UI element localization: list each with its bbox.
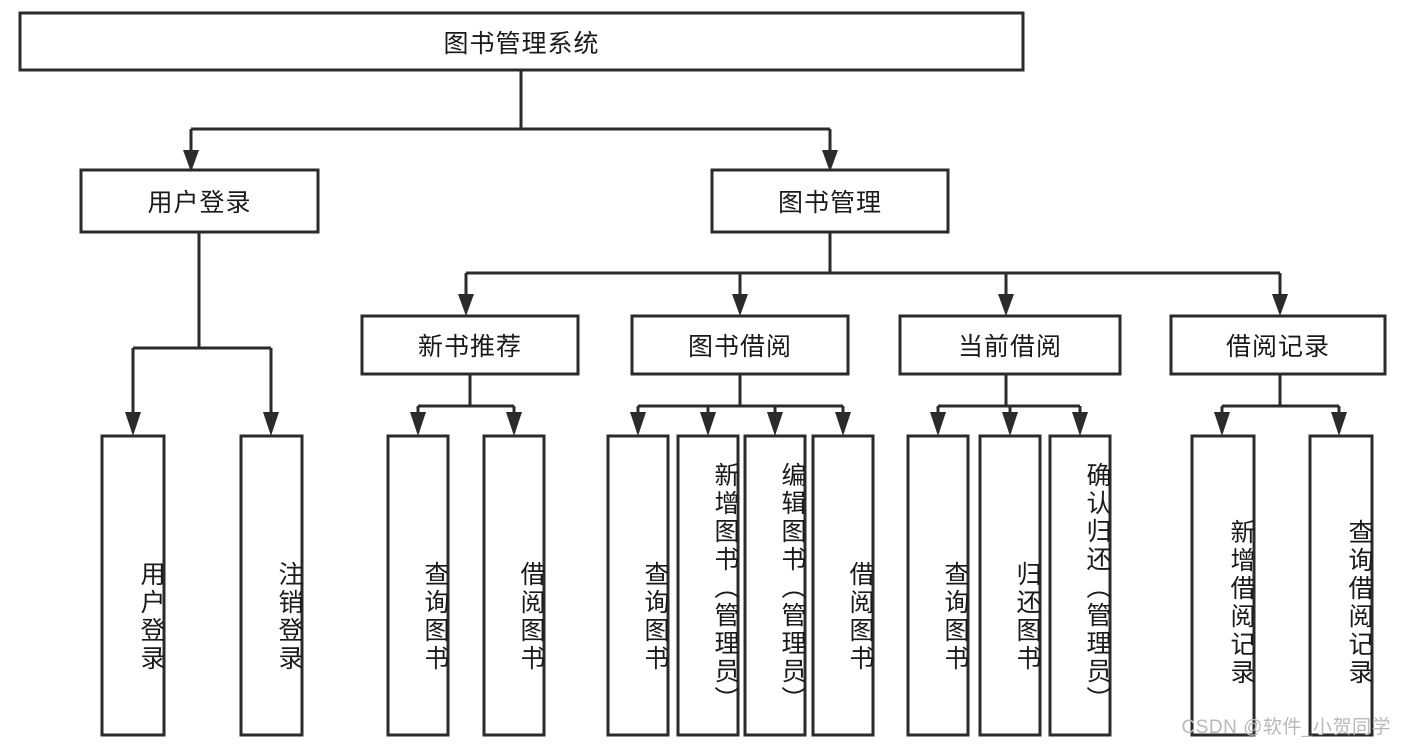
arrow-record-c1 bbox=[1214, 412, 1230, 436]
arrow-borrow-c4 bbox=[835, 412, 851, 436]
node-leaf-borrow-book-b[interactable] bbox=[811, 434, 875, 737]
node-root[interactable] bbox=[18, 11, 1025, 72]
arrow-borrow-c3 bbox=[767, 412, 783, 436]
arrow-to-newbook bbox=[458, 294, 474, 316]
node-user-login[interactable] bbox=[79, 168, 320, 234]
node-leaf-query-book-a[interactable] bbox=[386, 434, 450, 737]
node-leaf-query-book-b[interactable] bbox=[606, 434, 670, 737]
node-leaf-add-borrow-record[interactable] bbox=[1190, 434, 1256, 737]
arrow-current-c2 bbox=[1002, 412, 1018, 436]
node-book-borrow[interactable] bbox=[630, 314, 850, 376]
arrow-borrow-c1 bbox=[630, 412, 646, 436]
watermark-text: CSDN @软件_小贺同学 bbox=[1181, 717, 1391, 738]
node-leaf-borrow-book-a[interactable] bbox=[482, 434, 546, 737]
edge-layer bbox=[125, 70, 1347, 436]
node-leaf-query-borrow-record[interactable] bbox=[1308, 434, 1374, 737]
node-borrow-record[interactable] bbox=[1169, 314, 1387, 376]
node-leaf-add-book-admin[interactable] bbox=[676, 434, 740, 737]
arrow-to-current bbox=[998, 294, 1014, 316]
node-leaf-user-login[interactable] bbox=[100, 434, 166, 737]
node-leaf-confirm-return-admin[interactable] bbox=[1048, 434, 1112, 737]
node-leaf-query-book-c[interactable] bbox=[906, 434, 970, 737]
node-leaf-edit-book-admin[interactable] bbox=[743, 434, 807, 737]
arrow-newbook-c2 bbox=[506, 412, 522, 436]
arrow-to-book-manage bbox=[822, 150, 838, 172]
node-book-management[interactable] bbox=[710, 168, 950, 234]
arrow-record-c2 bbox=[1331, 412, 1347, 436]
node-layer bbox=[18, 11, 1387, 737]
node-leaf-return-book[interactable] bbox=[978, 434, 1042, 737]
node-new-book-recommend[interactable] bbox=[360, 314, 580, 376]
arrow-userlogin-c2 bbox=[263, 412, 279, 436]
arrow-to-borrow bbox=[732, 294, 748, 316]
node-current-borrow[interactable] bbox=[898, 314, 1122, 376]
arrow-to-record bbox=[1272, 294, 1288, 316]
arrow-userlogin-c1 bbox=[125, 412, 141, 436]
arrow-to-user-login bbox=[183, 150, 199, 172]
arrow-current-c3 bbox=[1072, 412, 1088, 436]
node-leaf-logout[interactable] bbox=[239, 434, 304, 737]
arrow-current-c1 bbox=[930, 412, 946, 436]
arrow-borrow-c2 bbox=[700, 412, 716, 436]
arrow-newbook-c1 bbox=[410, 412, 426, 436]
